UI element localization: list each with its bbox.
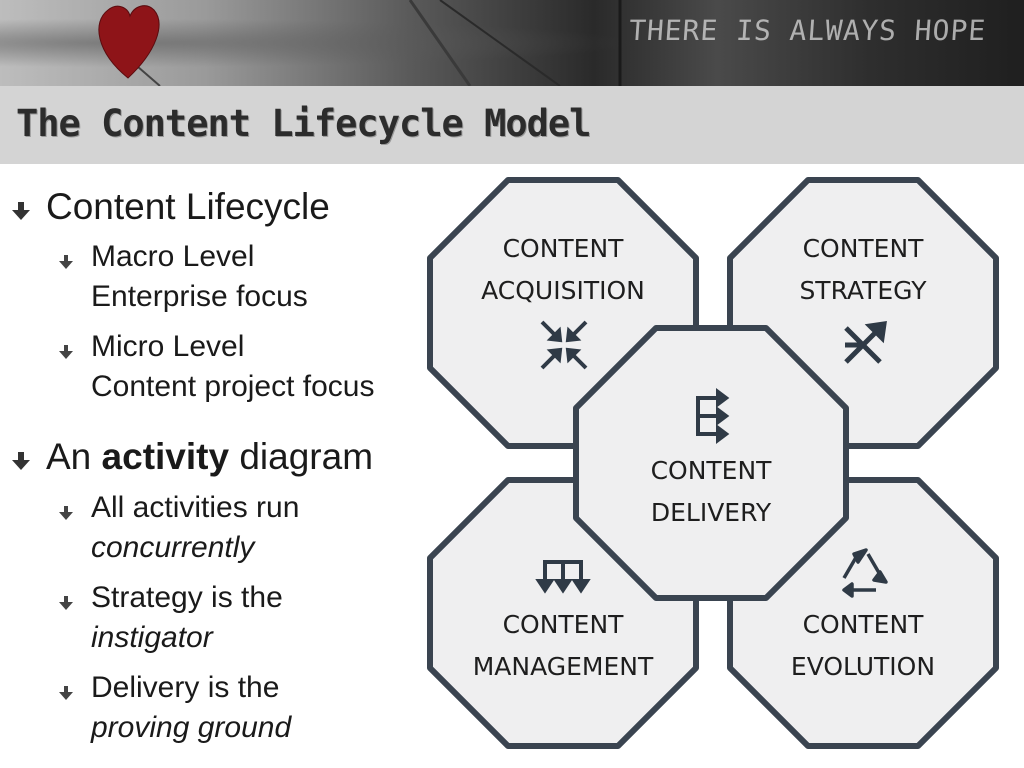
bullet-arrow-icon [10, 450, 32, 472]
bullet-activity-pre: An [46, 436, 102, 477]
title-bar: The Content Lifecycle Model [0, 86, 1024, 164]
bullet-activity-bold: activity [101, 436, 230, 477]
label-delivery-line1: CONTENT [650, 456, 772, 485]
burst-arrow-icon [844, 321, 887, 364]
sub-bullet-macro-level: Macro Level [91, 240, 255, 273]
label-evolution-line1: CONTENT [802, 610, 924, 639]
octagon-delivery [573, 325, 849, 601]
page-title: The Content Lifecycle Model [16, 102, 591, 145]
bullet-activity-diagram: An activity diagram [46, 436, 373, 478]
bullet-content-lifecycle: Content Lifecycle [46, 186, 330, 227]
sub-bullet-proving-ground: proving ground [91, 708, 291, 748]
banner-photo [98, 0, 622, 86]
label-content-management: CONTENT MANAGEMENT [433, 604, 693, 688]
fork-down-arrows-icon [535, 560, 591, 594]
sub-bullet-arrow-icon [58, 595, 74, 611]
label-strategy-line2: STRATEGY [799, 276, 927, 305]
sub-bullet-arrow-icon [58, 505, 74, 521]
label-management-line1: CONTENT [502, 610, 624, 639]
label-delivery-line2: DELIVERY [650, 498, 772, 527]
recycle-icon [842, 548, 888, 598]
bullet-arrow-icon [10, 200, 32, 222]
converge-arrows-icon [540, 320, 588, 370]
sub-bullet-micro-level: Micro Level [91, 330, 245, 363]
sub-bullet-all-activities: All activities run [91, 491, 300, 524]
lifecycle-diagram: CONTENT ACQUISITION CONTENT STRATEGY CON… [420, 170, 1010, 760]
label-acquisition-line2: ACQUISITION [481, 276, 645, 305]
italic-proving-ground: proving ground [91, 711, 292, 744]
sub-bullet-arrow-icon [58, 254, 74, 270]
fork-right-arrows-icon [696, 388, 730, 444]
bullet-activity-post: diagram [229, 436, 374, 477]
heart-icon [98, 5, 160, 79]
sub-bullet-arrow-icon [58, 344, 74, 360]
sub-bullet-delivery-proving: Delivery is the [91, 671, 280, 704]
sub-bullet-enterprise-focus: Enterprise focus [91, 280, 308, 313]
sub-bullet-concurrently: concurrently [91, 528, 254, 568]
header-banner-image: THERE IS ALWAYS HOPE [0, 0, 1024, 86]
label-content-evolution: CONTENT EVOLUTION [733, 604, 993, 688]
sub-bullet-arrow-icon [58, 685, 74, 701]
label-content-strategy: CONTENT STRATEGY [733, 228, 993, 312]
label-content-delivery: CONTENT DELIVERY [581, 450, 841, 534]
italic-instigator: instigator [91, 621, 213, 654]
label-acquisition-line1: CONTENT [502, 234, 624, 263]
label-content-acquisition: CONTENT ACQUISITION [433, 228, 693, 312]
sub-bullet-instigator: instigator [91, 618, 213, 658]
banner-wall-text: THERE IS ALWAYS HOPE [627, 14, 988, 47]
label-management-line2: MANAGEMENT [472, 652, 654, 681]
sub-bullet-strategy-instigator: Strategy is the [91, 581, 283, 614]
label-evolution-line2: EVOLUTION [790, 652, 936, 681]
italic-concurrently: concurrently [91, 531, 255, 564]
sub-bullet-content-project-focus: Content project focus [91, 370, 375, 403]
label-strategy-line1: CONTENT [802, 234, 924, 263]
